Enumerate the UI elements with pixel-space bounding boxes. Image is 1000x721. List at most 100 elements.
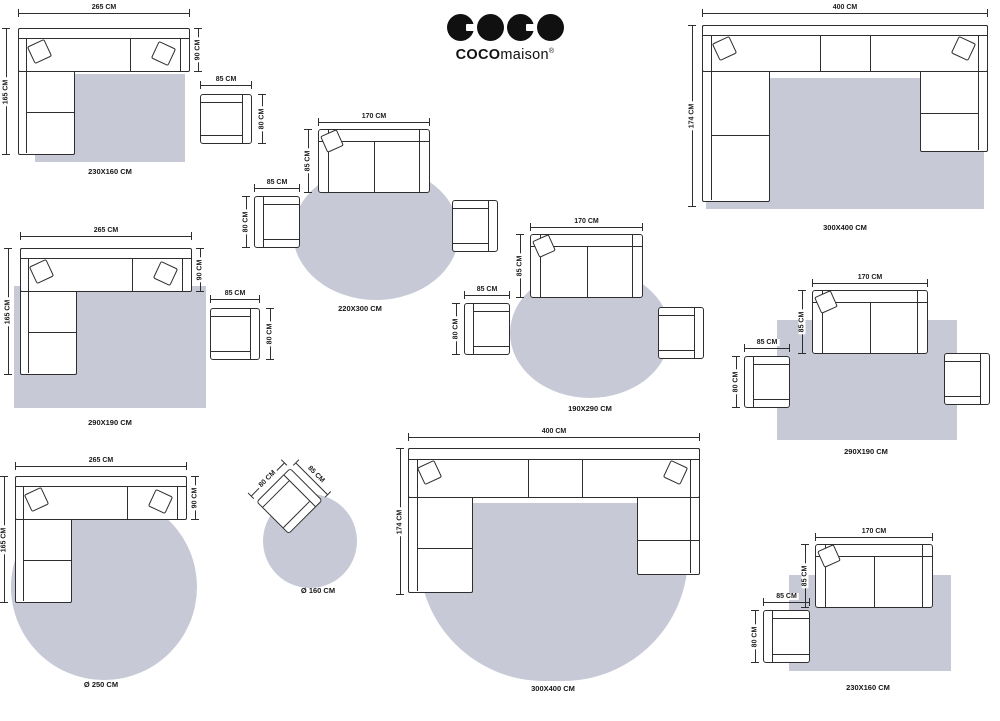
dim-label: 85 CM [801,563,809,589]
dim-sofa-depth: 90 CM [191,476,199,520]
dim-chair-width: 85 CM [744,339,790,352]
dim-label: 174 CM [396,507,404,536]
dim-label: 265 CM [91,227,121,234]
two-seat-sofa [812,290,928,354]
armchair-arm [201,135,242,143]
rug-size-label: 300X400 CM [823,223,867,232]
sofa-arm-seam [26,39,27,153]
cushion-seam [638,540,699,541]
dim-label: 170 CM [859,528,889,535]
dim-label: 170 CM [572,218,601,225]
armchair-arm [211,351,250,359]
rug-size-label: 230X160 CM [88,167,132,176]
dim-label: 80 CM [266,321,274,347]
cushion-seam [711,135,769,136]
armchair-arm [474,346,509,354]
rug-size-label: 230X160 CM [846,683,890,692]
logo-o-icon [476,14,504,41]
armchair-back [488,201,497,251]
dim-label: 90 CM [191,485,199,511]
cushion-seam [586,247,588,297]
dim-label: 165 CM [0,525,8,554]
u-shaped-sofa [408,448,700,595]
dim-label: 80 CM [258,106,266,132]
armchair-arm [264,239,299,247]
dim-label: 85 CM [798,309,806,335]
cushion-seam [28,332,76,333]
armchair-back [465,304,474,354]
two-seat-sofa [815,544,933,608]
sofa-arm-seam [978,36,979,150]
armchair-arm [453,243,488,251]
dim-label: 400 CM [539,428,569,435]
cushion-seam [874,557,875,607]
dim-sofa-width: 400 CM [702,4,988,17]
cushion-seam [820,36,821,71]
sofa-arm-seam [182,259,183,291]
dim-chair-depth: 80 CM [266,308,274,360]
cushion-seam [26,112,74,113]
dim-chair-width: 85 CM [763,593,810,606]
sofa-back-seam [703,35,987,36]
sofa-arm [816,545,826,607]
sofa-arm-seam [28,259,29,373]
armchair-back [255,197,264,247]
armchair-back [980,354,989,404]
l-shaped-sofa [18,28,190,155]
armchair-arm [474,304,509,312]
sofa-arm [419,130,429,192]
dim-label: 85 CM [304,463,328,486]
sofa-back [319,130,429,142]
cushion-seam [870,303,871,353]
dim-label: 90 CM [194,37,202,63]
armchair-arm [754,399,789,407]
cushion-seam [127,487,128,519]
dim-label: 90 CM [196,257,204,283]
sofa-arm-seam [711,36,712,200]
rug-size-label: Ø 160 CM [300,586,336,595]
sofa-body [408,448,700,498]
dim-label: 85 CM [516,253,524,279]
dim-label: 400 CM [830,4,860,11]
armchair-back [250,309,259,359]
brand-logo: COCOmaison® [441,14,569,63]
dim-chair-depth: 80 CM [258,94,266,144]
sofa-back-seam [16,486,186,487]
dim-label: 85 CM [304,148,312,174]
brand-word-maison: maison [500,47,549,63]
dim-sofa-depth: 85 CM [798,290,806,354]
sofa-arm [813,291,823,353]
dim-label: 85 CM [213,76,239,83]
logo-c-icon [446,14,477,41]
sofa-arm [632,235,642,297]
sofa-back-seam [21,258,191,259]
armchair-back [764,611,773,662]
dim-label: 80 CM [732,369,740,395]
dim-label: 80 CM [452,316,460,342]
dim-sofa-total-depth: 165 CM [4,248,12,375]
cushion-seam [374,142,375,192]
dim-label: 85 CM [774,593,799,600]
dim-label: 85 CM [264,179,290,186]
logo-o-icon [536,14,564,41]
sofa-arm-seam [23,487,24,601]
cushion-seam [132,259,133,291]
dim-label: 165 CM [4,297,12,326]
dim-sofa-width: 170 CM [812,274,928,287]
sofa-back [816,545,932,557]
cushion-seam [23,560,71,561]
dim-chair-depth: 80 CM [732,356,740,408]
dim-label: 85 CM [474,286,500,293]
two-seat-sofa [318,129,430,193]
cushion-seam [870,36,871,71]
cushion-seam [582,460,583,497]
dim-sofa-depth: 85 CM [801,544,809,608]
dim-chair-width: 85 CM [210,290,260,303]
cushion-seam [417,548,472,549]
armchair [944,353,990,405]
sofa-arm-seam [180,39,181,71]
rug-size-label: Ø 250 CM [83,680,119,689]
sofa-arm [531,235,541,297]
dim-label: 265 CM [89,4,119,11]
u-shaped-sofa [702,25,988,207]
